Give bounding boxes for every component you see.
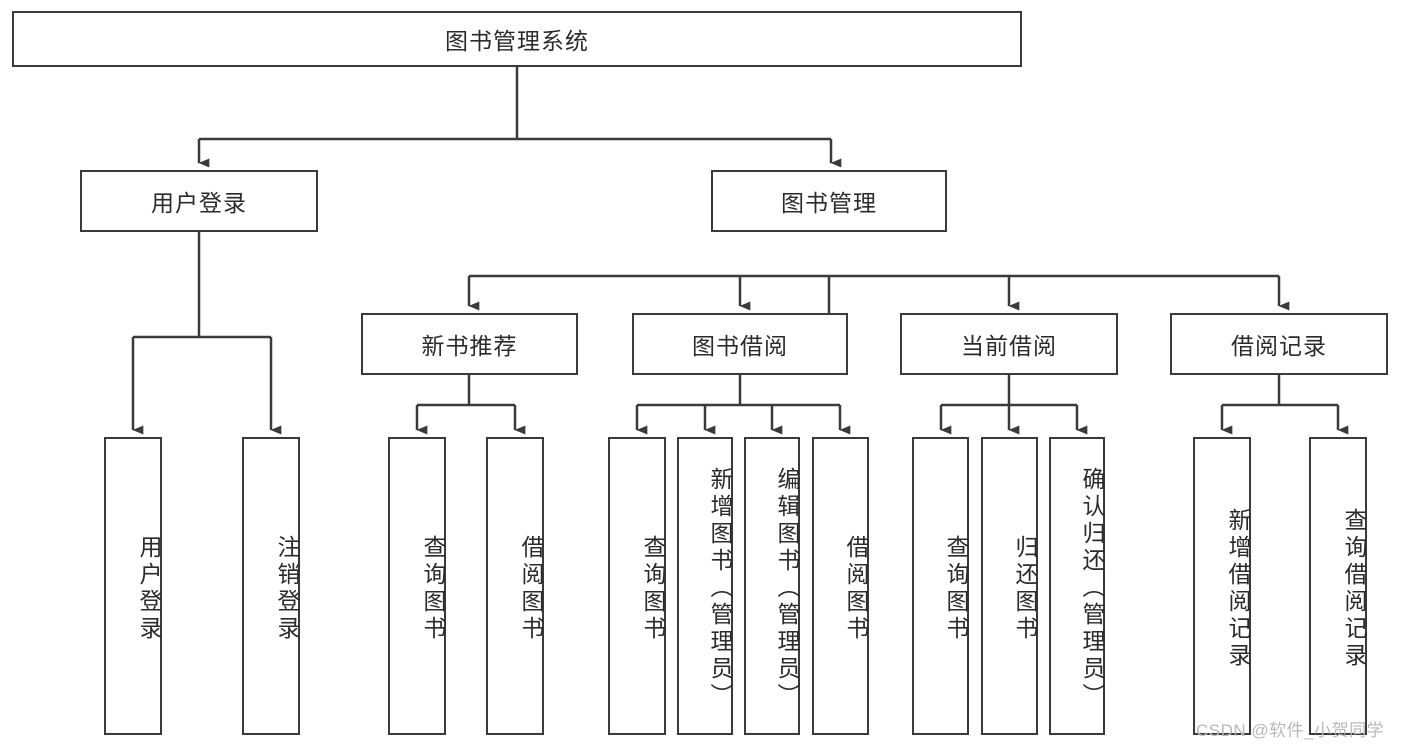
- node-current-borrow[interactable]: 当前借阅: [900, 313, 1118, 375]
- node-book-borrow[interactable]: 图书借阅: [632, 313, 848, 375]
- leaf-query-book-current[interactable]: 查询图书: [912, 437, 969, 735]
- leaf-add-borrow-record[interactable]: 新增借阅记录: [1193, 437, 1251, 735]
- leaf-edit-book-admin[interactable]: 编辑图书（管理员）: [744, 437, 800, 735]
- node-root-book-management-system[interactable]: 图书管理系统: [12, 11, 1022, 67]
- node-user-login[interactable]: 用户登录: [80, 170, 318, 232]
- leaf-logout-login[interactable]: 注销登录: [242, 437, 300, 735]
- leaf-user-login[interactable]: 用户登录: [104, 437, 162, 735]
- node-book-management[interactable]: 图书管理: [711, 170, 947, 232]
- node-new-book-recommend[interactable]: 新书推荐: [361, 313, 578, 375]
- watermark-csdn: CSDN @软件_小贺同学: [1196, 721, 1385, 740]
- node-borrow-record[interactable]: 借阅记录: [1170, 313, 1388, 375]
- leaf-confirm-return-admin[interactable]: 确认归还（管理员）: [1049, 437, 1105, 735]
- leaf-query-book-recommend[interactable]: 查询图书: [388, 437, 446, 735]
- leaf-query-borrow-record[interactable]: 查询借阅记录: [1309, 437, 1367, 735]
- leaf-borrow-book-recommend[interactable]: 借阅图书: [486, 437, 544, 735]
- leaf-borrow-book[interactable]: 借阅图书: [812, 437, 869, 735]
- leaf-return-book[interactable]: 归还图书: [981, 437, 1038, 735]
- leaf-query-book-borrow[interactable]: 查询图书: [608, 437, 666, 735]
- leaf-add-book-admin[interactable]: 新增图书（管理员）: [677, 437, 733, 735]
